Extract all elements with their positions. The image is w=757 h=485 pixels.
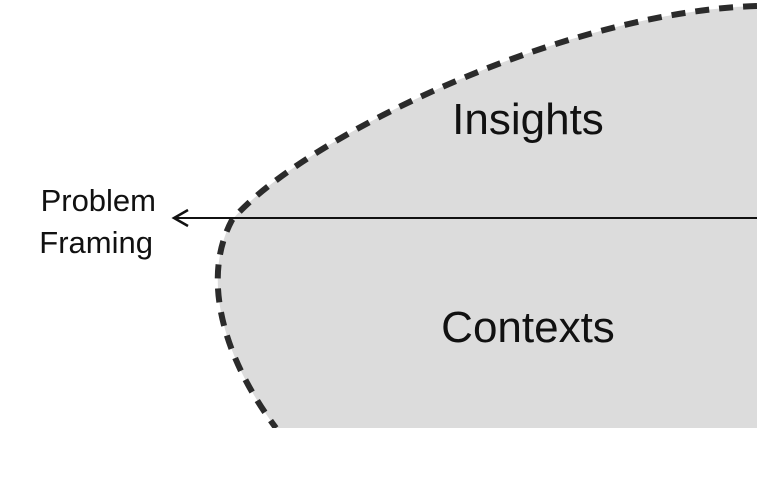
arrow-head-icon <box>171 208 189 228</box>
arrow-label-line2: Framing <box>39 225 153 260</box>
arrow-label-line1: Problem <box>41 183 156 218</box>
contexts-label: Contexts <box>441 303 615 352</box>
dashed-boundary <box>214 3 757 428</box>
insights-label: Insights <box>452 95 604 144</box>
